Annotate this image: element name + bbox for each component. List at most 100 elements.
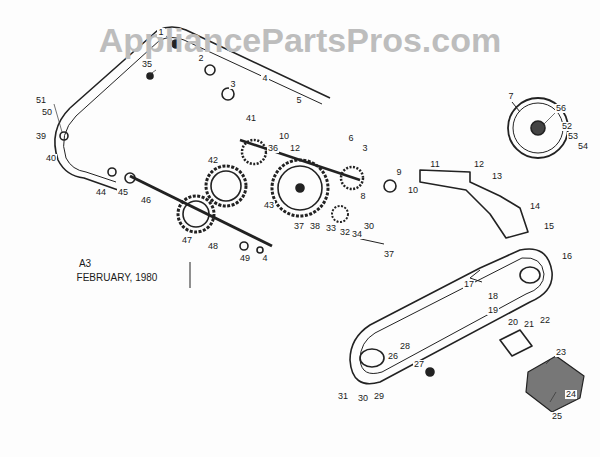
callout-number: 5 [295, 96, 302, 105]
gear [183, 201, 209, 227]
callout-number: 2 [197, 54, 204, 63]
callout-number: 28 [399, 342, 411, 351]
callout-number: 48 [207, 242, 219, 251]
callout-number: 1 [157, 28, 164, 37]
callout-number: 24 [565, 390, 577, 399]
callout-number: 12 [473, 160, 485, 169]
callout-number: 10 [407, 186, 419, 195]
callout-number: 42 [207, 156, 219, 165]
gear-hub [296, 184, 304, 192]
gear [272, 160, 328, 216]
callout-number: 56 [555, 104, 567, 113]
callout-number: 10 [278, 132, 290, 141]
washer [257, 247, 263, 253]
callout-number: 50 [41, 108, 53, 117]
callout-number: 36 [267, 144, 279, 153]
washer [205, 65, 215, 75]
sprocket [520, 267, 540, 283]
sheet-id: A3 [78, 259, 92, 269]
callout-number: 38 [309, 222, 321, 231]
callout-number: 20 [507, 318, 519, 327]
callout-number: 26 [387, 352, 399, 361]
callout-number: 27 [413, 360, 425, 369]
chain-case-outline [55, 108, 118, 190]
rule-line [190, 262, 191, 288]
gearbox [526, 356, 584, 412]
leader-line [546, 358, 552, 364]
callout-number: 33 [325, 224, 337, 233]
pulley [508, 98, 568, 158]
callout-number: 18 [487, 292, 499, 301]
callout-number: 17 [463, 280, 475, 289]
callout-number: 9 [395, 168, 402, 177]
callout-number: 30 [363, 222, 375, 231]
leader-line [550, 392, 556, 402]
callout-number: 37 [383, 250, 395, 259]
callout-number: 3 [361, 144, 368, 153]
gear [206, 166, 246, 206]
callout-number: 12 [289, 144, 301, 153]
gear [242, 140, 266, 164]
callout-number: 14 [529, 202, 541, 211]
shaft-bracket [420, 170, 528, 238]
callout-number: 19 [487, 306, 499, 315]
callout-number: 13 [491, 172, 503, 181]
bearing [108, 168, 116, 176]
callout-number: 49 [239, 254, 251, 263]
callout-number: 43 [263, 201, 275, 210]
callout-number: 6 [347, 134, 354, 143]
washer [384, 180, 396, 192]
callout-number: 32 [339, 228, 351, 237]
gear [178, 196, 214, 232]
leader-line [54, 104, 62, 132]
chain-case-outline [64, 116, 116, 182]
callout-number: 4 [261, 74, 268, 83]
callout-number: 11 [429, 160, 440, 169]
callout-number: 34 [351, 230, 363, 239]
gear [341, 167, 363, 189]
shaft [130, 176, 272, 246]
callout-number: 29 [373, 392, 385, 401]
pulley-hub [531, 121, 545, 135]
callout-number: 41 [245, 114, 257, 123]
gear [211, 171, 241, 201]
callout-number: 30 [357, 394, 369, 403]
callout-number: 44 [95, 188, 107, 197]
washer [60, 132, 68, 140]
washer [240, 242, 248, 250]
callout-number: 8 [359, 192, 366, 201]
leader-line [149, 70, 156, 75]
callout-number: 22 [539, 316, 551, 325]
chain-case-outline [360, 258, 544, 374]
callout-number: 39 [35, 132, 47, 141]
bearing [125, 173, 135, 183]
callout-number: 16 [561, 252, 573, 261]
callout-number: 45 [117, 188, 129, 197]
callout-number: 51 [35, 96, 47, 105]
callout-number: 4 [261, 254, 268, 263]
sprocket [360, 349, 384, 367]
callout-number: 25 [551, 412, 563, 421]
chain-case-outline [350, 249, 552, 384]
callout-number: 37 [293, 222, 305, 231]
date-note: FEBRUARY, 1980 [76, 273, 159, 283]
callout-number: 54 [577, 142, 589, 151]
leader-line [544, 112, 556, 124]
callout-number: 40 [45, 154, 57, 163]
nut [426, 368, 434, 376]
callout-number: 46 [140, 196, 152, 205]
bracket [500, 330, 532, 356]
callout-number: 53 [567, 132, 579, 141]
callout-number: 52 [561, 122, 573, 131]
gear [332, 206, 348, 222]
key [512, 102, 520, 112]
callout-number: 15 [543, 222, 555, 231]
gear [278, 166, 322, 210]
callout-number: 31 [337, 392, 349, 401]
leader-lines [54, 36, 556, 402]
callout-number: 3 [229, 80, 236, 89]
callout-number: 35 [141, 60, 153, 69]
callout-number: 47 [181, 236, 193, 245]
callout-number: 21 [523, 320, 535, 329]
